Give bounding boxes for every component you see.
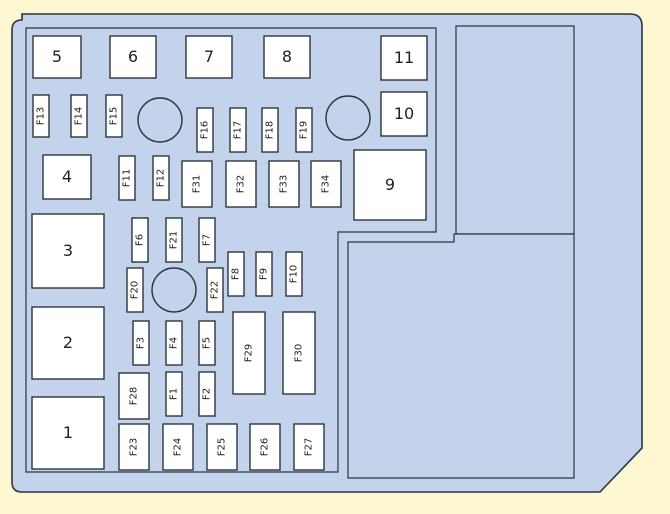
- svg-text:4: 4: [62, 167, 72, 186]
- fuse-f5: F5: [198, 320, 216, 366]
- relay-7: 7: [185, 35, 233, 79]
- fastener-circle: [151, 267, 197, 313]
- fuse-f13: F13: [32, 94, 50, 138]
- fuse-f17: F17: [229, 107, 247, 153]
- fuse-f6: F6: [131, 217, 149, 263]
- fuse-f12: F12: [152, 155, 170, 201]
- upper-right-section: [455, 25, 575, 235]
- fuse-f10: F10: [285, 251, 303, 297]
- fuse-f23: F23: [118, 423, 150, 471]
- svg-text:2: 2: [63, 333, 73, 352]
- relay-1: 1: [31, 396, 105, 470]
- svg-text:F29: F29: [244, 344, 255, 362]
- svg-text:6: 6: [128, 47, 138, 66]
- svg-text:F11: F11: [122, 169, 133, 187]
- svg-text:F25: F25: [217, 438, 228, 456]
- svg-text:F6: F6: [135, 234, 146, 246]
- fuse-f33: F33: [268, 160, 300, 208]
- fuse-f29: F29: [232, 311, 266, 395]
- fuse-f26: F26: [249, 423, 281, 471]
- svg-text:F28: F28: [129, 387, 140, 405]
- fuse-f24: F24: [162, 423, 194, 471]
- svg-text:F8: F8: [231, 268, 242, 280]
- fuse-f31: F31: [181, 160, 213, 208]
- svg-text:F15: F15: [109, 107, 120, 125]
- svg-text:F14: F14: [74, 107, 85, 125]
- fuse-f1: F1: [165, 371, 183, 417]
- fastener-circle: [325, 95, 371, 141]
- svg-text:10: 10: [394, 104, 414, 123]
- relay-6: 6: [109, 35, 157, 79]
- fuse-f21: F21: [165, 217, 183, 263]
- svg-text:F27: F27: [304, 438, 315, 456]
- svg-text:F7: F7: [202, 234, 213, 246]
- fuse-f9: F9: [255, 251, 273, 297]
- fuse-f4: F4: [165, 320, 183, 366]
- svg-text:F3: F3: [136, 337, 147, 349]
- svg-text:F23: F23: [129, 438, 140, 456]
- svg-text:F19: F19: [299, 121, 310, 139]
- relay-9: 9: [353, 149, 427, 221]
- svg-text:F5: F5: [202, 337, 213, 349]
- svg-text:F1: F1: [169, 388, 180, 400]
- svg-text:8: 8: [282, 47, 292, 66]
- svg-text:F13: F13: [36, 107, 47, 125]
- svg-text:F10: F10: [289, 265, 300, 283]
- fuse-f16: F16: [196, 107, 214, 153]
- svg-text:F33: F33: [279, 175, 290, 193]
- svg-text:F12: F12: [156, 169, 167, 187]
- svg-text:F21: F21: [169, 231, 180, 249]
- fuse-f27: F27: [293, 423, 325, 471]
- main-fuse-section: [25, 27, 437, 473]
- svg-text:F32: F32: [236, 175, 247, 193]
- svg-text:7: 7: [204, 47, 214, 66]
- fuse-f7: F7: [198, 217, 216, 263]
- fuse-f15: F15: [105, 94, 123, 138]
- fuse-f20: F20: [126, 267, 144, 313]
- svg-text:F24: F24: [173, 438, 184, 456]
- svg-text:9: 9: [385, 175, 395, 194]
- svg-text:F30: F30: [294, 344, 305, 362]
- fuse-f11: F11: [118, 155, 136, 201]
- svg-text:F20: F20: [130, 281, 141, 299]
- fuse-f22: F22: [206, 267, 224, 313]
- fuse-f3: F3: [132, 320, 150, 366]
- relay-5: 5: [32, 35, 82, 79]
- svg-text:F26: F26: [260, 438, 271, 456]
- fuse-f34: F34: [310, 160, 342, 208]
- svg-text:F4: F4: [169, 337, 180, 349]
- svg-text:F2: F2: [202, 388, 213, 400]
- relay-2: 2: [31, 306, 105, 380]
- fuse-f14: F14: [70, 94, 88, 138]
- svg-text:F31: F31: [192, 175, 203, 193]
- fuse-f28: F28: [118, 372, 150, 420]
- svg-text:F16: F16: [200, 121, 211, 139]
- svg-text:F17: F17: [233, 121, 244, 139]
- fuse-f30: F30: [282, 311, 316, 395]
- svg-text:11: 11: [394, 48, 414, 67]
- svg-text:5: 5: [52, 47, 62, 66]
- fuse-f19: F19: [295, 107, 313, 153]
- relay-3: 3: [31, 213, 105, 289]
- fastener-circle: [137, 97, 183, 143]
- relay-8: 8: [263, 35, 311, 79]
- fuse-f32: F32: [225, 160, 257, 208]
- svg-text:1: 1: [63, 423, 73, 442]
- svg-text:F18: F18: [265, 121, 276, 139]
- relay-4: 4: [42, 154, 92, 200]
- fuse-f8: F8: [227, 251, 245, 297]
- svg-text:F9: F9: [259, 268, 270, 280]
- svg-text:F34: F34: [321, 175, 332, 193]
- relay-10: 10: [380, 91, 428, 137]
- svg-text:3: 3: [63, 241, 73, 260]
- fuse-f25: F25: [206, 423, 238, 471]
- svg-text:F22: F22: [210, 281, 221, 299]
- empty-compartment: [347, 233, 575, 479]
- fuse-f2: F2: [198, 371, 216, 417]
- fuse-f18: F18: [261, 107, 279, 153]
- relay-11: 11: [380, 35, 428, 81]
